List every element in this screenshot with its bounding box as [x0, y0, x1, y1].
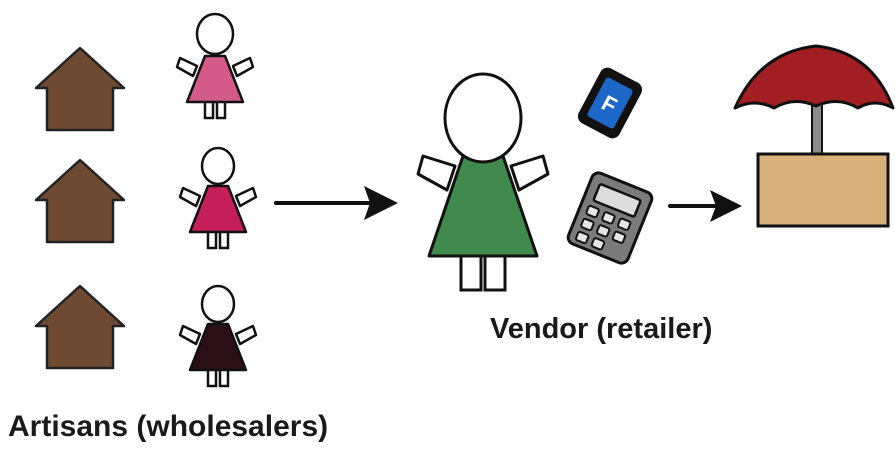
person-icon-artisan-1 [175, 12, 255, 120]
house-icon-bottom [34, 284, 126, 370]
arrow-icon-vendor-to-stall [668, 190, 742, 222]
house-shape [34, 158, 126, 244]
phone-icon: F [577, 67, 643, 139]
person-icon-artisan-2 [178, 146, 258, 250]
market-stall-icon [733, 44, 895, 228]
house-shape [34, 46, 126, 132]
house-icon-top [34, 46, 126, 132]
person-icon-vendor [416, 72, 550, 292]
person-icon-artisan-3 [178, 284, 258, 388]
house-icon-middle [34, 158, 126, 244]
vendor-label: Vendor (retailer) [490, 313, 713, 345]
artisans-label: Artisans (wholesalers) [8, 410, 329, 443]
house-shape [34, 284, 126, 370]
arrow-icon-artisans-to-vendor [274, 186, 398, 220]
calculator-icon [566, 171, 654, 265]
